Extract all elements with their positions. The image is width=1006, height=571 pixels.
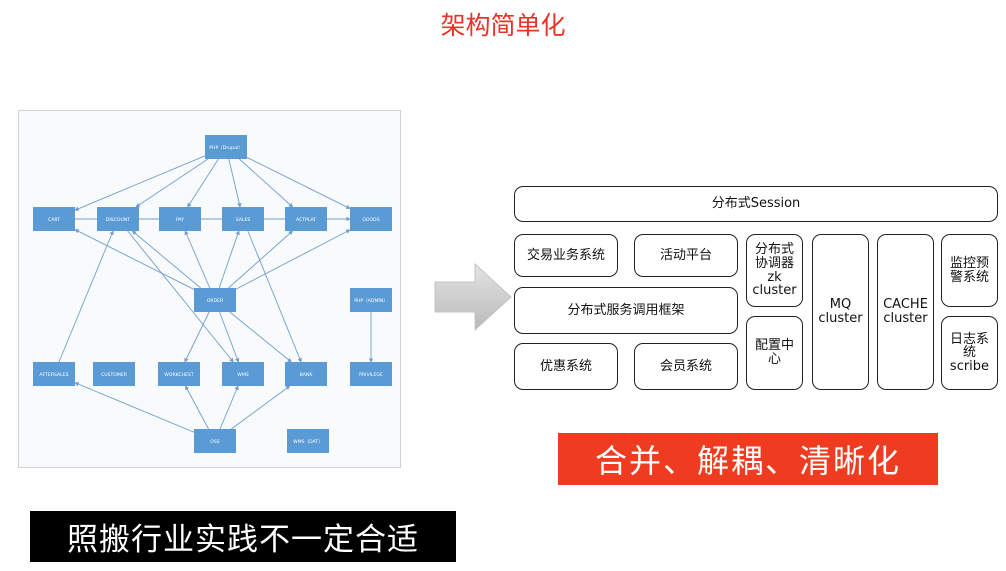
coupon-system-label: 优惠系统 xyxy=(539,358,592,374)
node-order: ORDER xyxy=(194,288,236,312)
node-php-admin: PHP（ADMIN） xyxy=(350,288,392,312)
node-oss: OSS xyxy=(194,429,236,453)
config-center-label-2: 心 xyxy=(767,352,781,367)
node-goods: GOODS xyxy=(350,207,392,231)
old-architecture-nodes: PHP（Drupal） CART DISCOUNT PAY SALES ACTPLAT GO… xyxy=(33,135,392,453)
node-label: BANK xyxy=(300,372,314,378)
node-bank: BANK xyxy=(285,362,327,386)
slide-title: 架构简单化 xyxy=(440,11,566,40)
node-label: OSS xyxy=(210,439,220,445)
old-architecture-diagram: PHP（Drupal） CART DISCOUNT PAY SALES ACTPLAT GO… xyxy=(18,110,401,468)
node-pay: PAY xyxy=(159,207,201,231)
dependency-edge xyxy=(74,382,195,433)
dependency-edge xyxy=(231,385,291,430)
node-label: DISCOUNT xyxy=(106,217,130,223)
node-label: CUSTOMER xyxy=(101,372,128,378)
dependency-edge xyxy=(185,385,209,430)
node-customer: CUSTOMER xyxy=(93,362,135,386)
dependency-edge xyxy=(219,385,239,430)
dependency-edge xyxy=(58,230,114,363)
dependency-edge xyxy=(228,158,242,208)
old-architecture-edges xyxy=(58,155,374,433)
dependency-edge xyxy=(228,230,294,289)
node-wms: WMS xyxy=(222,362,264,386)
activity-platform-label: 活动平台 xyxy=(659,247,712,263)
rpc-framework-label: 分布式服务调用框架 xyxy=(567,302,685,318)
slogan-red-banner: 合并、解耦、清晰化 xyxy=(558,433,938,485)
activity-platform-box: 活动平台 xyxy=(634,234,738,277)
trade-system-box: 交易业务系统 xyxy=(514,234,618,277)
node-discount: DISCOUNT xyxy=(97,207,139,231)
node-label: PHP（ADMIN） xyxy=(354,298,388,304)
dependency-edge xyxy=(235,229,351,290)
mq-cluster-box: MQ cluster xyxy=(812,234,869,390)
node-privilege: PRIVILEGE xyxy=(350,362,392,386)
node-php: PHP（Drupal） xyxy=(205,135,247,159)
zk-cluster-box: 分布式 协调器 zk cluster xyxy=(746,234,803,307)
dependency-edge xyxy=(135,158,209,208)
dependency-edge xyxy=(74,229,195,290)
zk-cluster-label-2: 协调器 xyxy=(754,255,794,271)
dependency-edge xyxy=(131,230,201,289)
log-system-label-1: 日志系 xyxy=(949,331,989,347)
node-label: ORDER xyxy=(207,298,224,304)
distributed-session-box: 分布式Session xyxy=(514,186,998,222)
node-label: GOODS xyxy=(362,217,379,223)
node-label: SALES xyxy=(236,217,251,223)
mq-cluster-label-2: cluster xyxy=(818,311,863,326)
dependency-edge xyxy=(247,230,302,363)
trade-system-label: 交易业务系统 xyxy=(526,247,605,263)
zk-cluster-label-3: zk xyxy=(767,269,782,285)
old-architecture-svg: PHP（Drupal） CART DISCOUNT PAY SALES ACTPLAT GO… xyxy=(33,135,392,453)
log-system-box: 日志系 统 scribe xyxy=(941,316,998,390)
node-sales: SALES xyxy=(222,207,264,231)
slogan-black-banner: 照搬行业实践不一定合适 xyxy=(30,511,456,562)
dependency-edge xyxy=(127,230,234,363)
log-system-label-2: 统 xyxy=(962,345,976,361)
node-label: WMS（DAT） xyxy=(293,439,323,445)
rpc-framework-box: 分布式服务调用框架 xyxy=(514,287,738,334)
dependency-edge xyxy=(184,230,211,289)
dependency-edge xyxy=(184,311,210,363)
distributed-session-label: 分布式Session xyxy=(711,196,801,212)
dependency-edge xyxy=(219,311,240,363)
cache-cluster-label-2: cluster xyxy=(883,311,928,326)
config-center-box: 配置中 心 xyxy=(746,316,803,390)
monitor-alert-box: 监控预 警系统 xyxy=(941,234,998,307)
node-label: ACTPLAT xyxy=(296,217,316,223)
node-actplat: ACTPLAT xyxy=(285,207,327,231)
node-label: PRIVILEGE xyxy=(359,372,383,378)
zk-cluster-label-1: 分布式 xyxy=(754,242,794,258)
dependency-edge xyxy=(246,157,351,209)
member-system-box: 会员系统 xyxy=(634,343,738,390)
dependency-edge xyxy=(74,155,206,211)
node-label: PAY xyxy=(176,217,184,223)
mq-cluster-label-1: MQ xyxy=(829,297,852,313)
log-system-label-3: scribe xyxy=(949,358,990,374)
node-workchest: WORKCHEST xyxy=(158,362,200,386)
node-label: WMS xyxy=(237,372,249,378)
node-label: AFTERSALES xyxy=(39,372,68,378)
node-label: PHP（Drupal） xyxy=(209,145,243,151)
dependency-edge xyxy=(239,158,294,208)
dependency-edge xyxy=(229,311,292,363)
node-label: WORKCHEST xyxy=(164,372,194,378)
node-aftersales: AFTERSALES xyxy=(33,362,75,386)
cache-cluster-box: CACHE cluster xyxy=(877,234,934,390)
coupon-system-box: 优惠系统 xyxy=(514,343,618,390)
node-cart: CART xyxy=(33,207,75,231)
config-center-label-1: 配置中 xyxy=(754,338,794,354)
zk-cluster-label-4: cluster xyxy=(752,283,797,299)
node-label: CART xyxy=(48,217,60,223)
member-system-label: 会员系统 xyxy=(659,358,712,374)
cache-cluster-label-1: CACHE xyxy=(883,297,928,313)
monitor-alert-label-2: 警系统 xyxy=(949,269,989,285)
dependency-edge xyxy=(187,158,219,208)
dependency-edge xyxy=(218,230,240,289)
transition-arrow-icon xyxy=(434,262,512,332)
monitor-alert-label-1: 监控预 xyxy=(949,255,989,271)
node-wms-dat: WMS（DAT） xyxy=(287,429,329,453)
